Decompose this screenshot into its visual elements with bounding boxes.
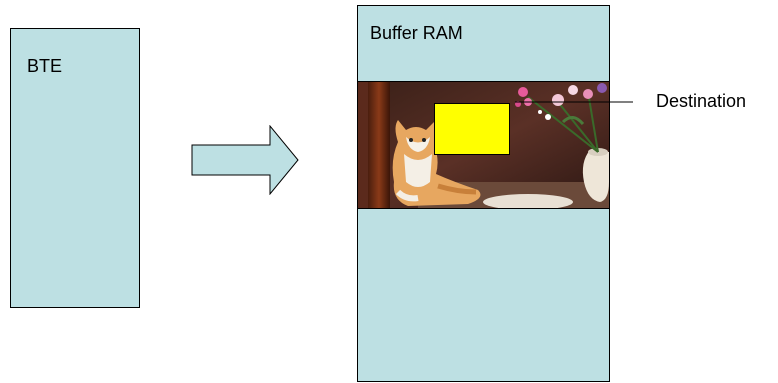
cat-photo-image	[358, 81, 609, 209]
destination-region	[434, 103, 510, 155]
bte-block: BTE	[10, 28, 140, 308]
destination-label: Destination	[656, 91, 747, 111]
buffer-ram-label: Buffer RAM	[370, 23, 463, 43]
right-arrow-icon	[191, 125, 299, 195]
bte-label: BTE	[27, 56, 63, 76]
destination-leader-line	[515, 101, 633, 103]
